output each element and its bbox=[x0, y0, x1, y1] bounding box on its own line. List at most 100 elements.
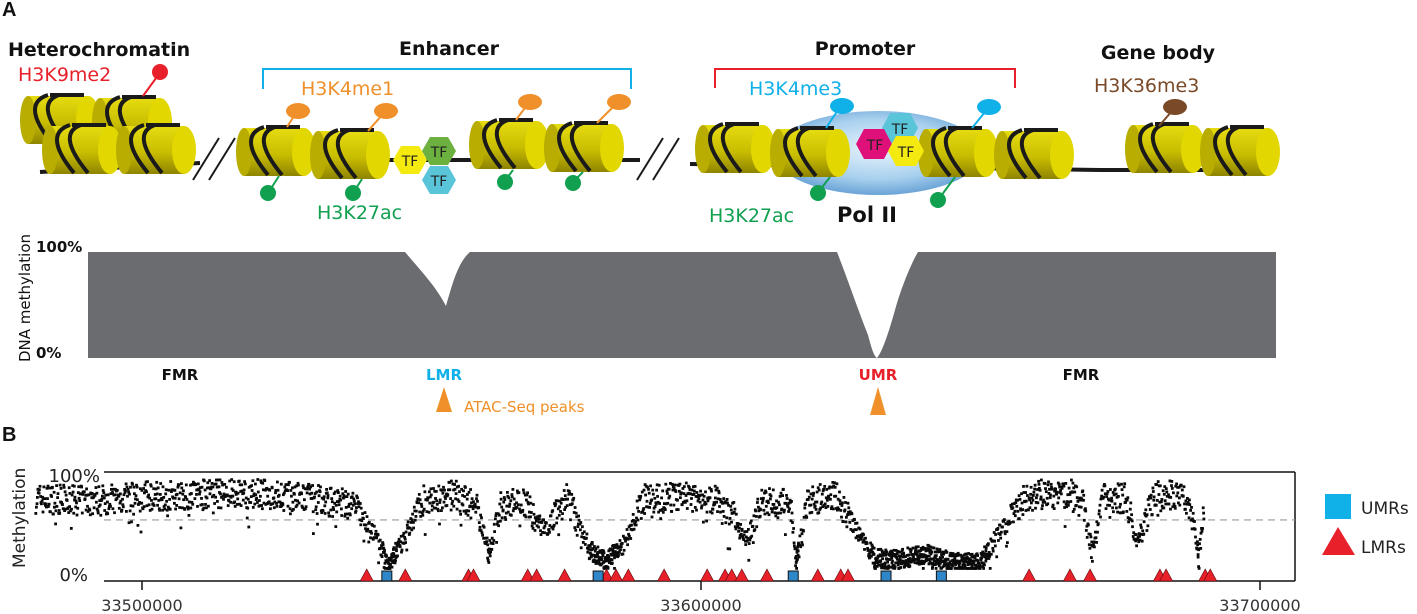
cpg-point bbox=[563, 494, 567, 498]
cpg-point bbox=[752, 514, 756, 518]
cpg-point bbox=[383, 549, 386, 552]
cpg-point bbox=[469, 488, 472, 491]
cpg-point bbox=[880, 549, 884, 553]
cpg-point bbox=[890, 561, 894, 565]
cpg-point bbox=[796, 557, 799, 561]
cpg-point bbox=[1038, 488, 1042, 492]
cpg-point bbox=[588, 545, 592, 548]
cpg-point bbox=[938, 548, 942, 551]
h3k4me3-mark-icon bbox=[825, 98, 854, 129]
cpg-point bbox=[1046, 483, 1050, 487]
cpg-point bbox=[258, 499, 261, 502]
cpg-point bbox=[899, 554, 903, 558]
cpg-point bbox=[1196, 540, 1199, 544]
cpg-point bbox=[1049, 493, 1052, 497]
cpg-point bbox=[840, 504, 844, 507]
cpg-point bbox=[918, 560, 922, 563]
cpg-point bbox=[142, 487, 145, 490]
cpg-point bbox=[927, 547, 930, 550]
cpg-point bbox=[1164, 487, 1168, 491]
cpg-point bbox=[925, 547, 929, 551]
tf-magenta-promoter: TF bbox=[856, 129, 892, 159]
cpg-point bbox=[688, 488, 692, 491]
cpg-point bbox=[217, 485, 221, 489]
cpg-point bbox=[442, 500, 446, 504]
cpg-point bbox=[562, 498, 565, 501]
cpg-point bbox=[593, 545, 596, 548]
cpg-point bbox=[275, 502, 278, 505]
cpg-point bbox=[206, 481, 210, 485]
cpg-point bbox=[863, 548, 866, 551]
cpg-point bbox=[522, 488, 525, 492]
cpg-point bbox=[949, 553, 952, 557]
cpg-point bbox=[574, 528, 578, 532]
cpg-point bbox=[717, 491, 721, 495]
cpg-point bbox=[533, 529, 537, 532]
cpg-point bbox=[702, 520, 705, 524]
cpg-point bbox=[646, 485, 649, 489]
cpg-point bbox=[699, 493, 703, 497]
cpg-point bbox=[629, 537, 633, 540]
cpg-point bbox=[896, 563, 900, 567]
cpg-point bbox=[434, 497, 437, 500]
cpg-point bbox=[978, 564, 982, 567]
cpg-point bbox=[1017, 517, 1021, 521]
cpg-point bbox=[648, 502, 652, 505]
cpg-point bbox=[169, 480, 173, 483]
cpg-point bbox=[291, 486, 294, 490]
cpg-point bbox=[601, 552, 605, 556]
cpg-point bbox=[934, 567, 938, 570]
cpg-point bbox=[1100, 488, 1104, 492]
cpg-point bbox=[128, 492, 131, 496]
cpg-point bbox=[1036, 501, 1040, 505]
cpg-point bbox=[205, 496, 209, 500]
cpg-point bbox=[241, 498, 245, 502]
cpg-point bbox=[417, 501, 421, 505]
cpg-point bbox=[648, 506, 651, 509]
cpg-point bbox=[564, 497, 568, 501]
cpg-point bbox=[1176, 491, 1180, 495]
cpg-point bbox=[783, 508, 786, 512]
cpg-point bbox=[946, 558, 950, 561]
cpg-point bbox=[973, 554, 977, 558]
cpg-point bbox=[1119, 511, 1123, 515]
cpg-point bbox=[323, 504, 327, 508]
cpg-point bbox=[252, 494, 256, 498]
cpg-point bbox=[175, 492, 179, 496]
cpg-point bbox=[717, 489, 721, 493]
cpg-point bbox=[504, 518, 508, 521]
cpg-point bbox=[263, 479, 267, 482]
cpg-point bbox=[1043, 482, 1047, 485]
cpg-point bbox=[890, 550, 894, 553]
cpg-point bbox=[360, 519, 364, 523]
cpg-point bbox=[121, 505, 125, 509]
cpg-point bbox=[136, 524, 140, 527]
cpg-point bbox=[190, 492, 193, 495]
cpg-point bbox=[214, 495, 217, 499]
cpg-point bbox=[474, 510, 478, 514]
cpg-point bbox=[310, 491, 314, 495]
cpg-point bbox=[397, 537, 401, 541]
cpg-point bbox=[929, 552, 933, 556]
cpg-point bbox=[810, 497, 814, 501]
cpg-point bbox=[444, 497, 447, 500]
cpg-point bbox=[291, 500, 295, 504]
cpg-point bbox=[724, 521, 728, 525]
cpg-point bbox=[373, 536, 377, 539]
cpg-point bbox=[1044, 490, 1048, 493]
cpg-point bbox=[940, 553, 943, 556]
cpg-point bbox=[517, 491, 521, 494]
cpg-point bbox=[990, 539, 994, 543]
cpg-point bbox=[475, 493, 479, 497]
cpg-point bbox=[1091, 544, 1095, 548]
cpg-point bbox=[305, 491, 309, 495]
cpg-point bbox=[1021, 508, 1024, 511]
cpg-point bbox=[486, 556, 489, 560]
cpg-point bbox=[1011, 506, 1015, 510]
cpg-point bbox=[283, 485, 287, 489]
cpg-point bbox=[948, 563, 951, 566]
cpg-point bbox=[74, 499, 78, 503]
cpg-point bbox=[672, 487, 676, 490]
cpg-point bbox=[1191, 511, 1195, 515]
cpg-point bbox=[787, 510, 790, 513]
